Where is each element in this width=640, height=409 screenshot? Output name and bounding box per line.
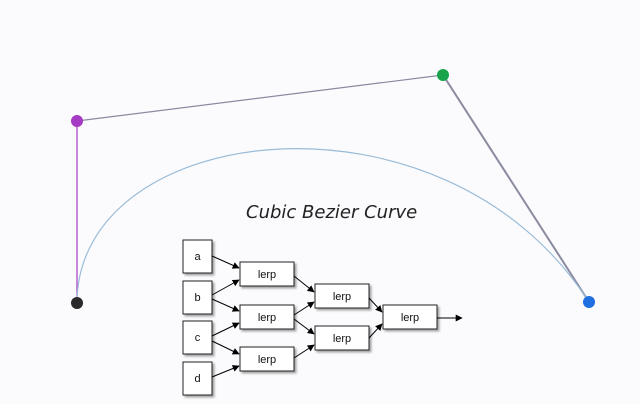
lerp-label: lerp xyxy=(258,354,276,366)
control-point-d[interactable] xyxy=(583,296,595,308)
bezier-curve xyxy=(76,148,590,304)
input-label-d: d xyxy=(194,373,200,385)
diagram-title: Cubic Bezier Curve xyxy=(246,202,418,223)
handle-line-c-d xyxy=(442,74,590,303)
lerp-diagram: a b c d lerp lerp xyxy=(182,239,463,396)
arrow xyxy=(211,340,240,355)
arrow xyxy=(211,279,240,296)
lerp-box-2-2: lerp xyxy=(314,325,370,351)
arrow xyxy=(211,298,240,312)
arrow xyxy=(293,301,315,316)
input-box-d: d xyxy=(182,361,213,396)
lerp-label: lerp xyxy=(333,291,351,303)
lerp-box-3-1: lerp xyxy=(382,304,438,330)
lerp-label: lerp xyxy=(333,333,351,345)
arrow xyxy=(211,365,240,378)
input-label-b: b xyxy=(194,292,200,304)
arrow xyxy=(368,323,383,339)
arrow xyxy=(211,255,240,269)
arrow xyxy=(368,297,383,313)
arrow xyxy=(293,318,315,335)
diagram-arrows xyxy=(211,255,463,378)
input-box-b: b xyxy=(182,280,213,315)
input-box-c: c xyxy=(182,320,213,355)
arrow xyxy=(293,344,315,359)
arrow xyxy=(211,322,240,337)
control-point-b[interactable] xyxy=(71,115,83,127)
control-point-c[interactable] xyxy=(437,69,449,81)
arrow xyxy=(293,275,315,293)
lerp-box-1-3: lerp xyxy=(239,346,295,372)
lerp-label: lerp xyxy=(258,269,276,281)
input-box-a: a xyxy=(182,239,213,274)
handle-line-b-c xyxy=(76,74,444,122)
lerp-box-1-1: lerp xyxy=(239,261,295,287)
lerp-label: lerp xyxy=(258,312,276,324)
lerp-box-2-1: lerp xyxy=(314,283,370,309)
input-label-c: c xyxy=(195,332,201,344)
lerp-box-1-2: lerp xyxy=(239,304,295,330)
input-label-a: a xyxy=(194,251,201,263)
lerp-label: lerp xyxy=(401,312,419,324)
control-point-a[interactable] xyxy=(71,297,83,309)
